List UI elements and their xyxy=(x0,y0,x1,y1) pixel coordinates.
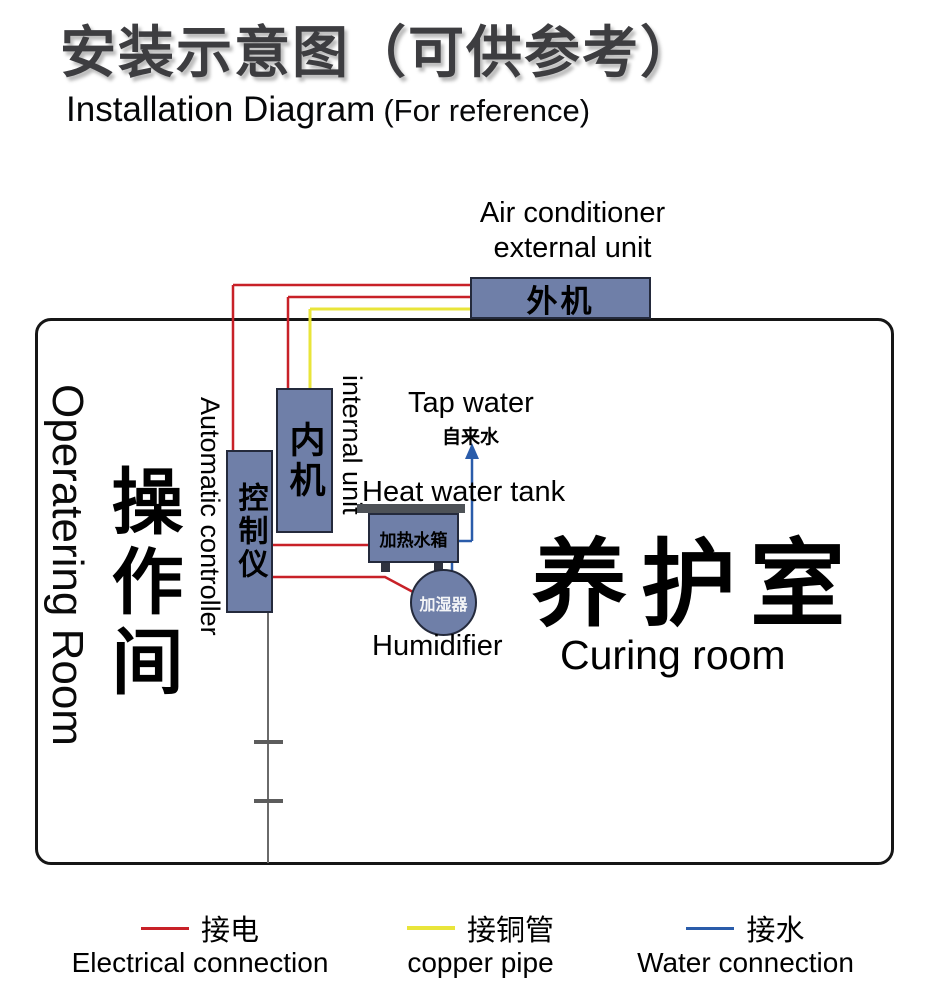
operating-room-label-en: Operatering Room xyxy=(43,384,92,746)
page-title-en-note: (For reference) xyxy=(383,93,591,128)
operating-room-label-zh: 操作间 xyxy=(100,464,180,704)
tap-water-label-zh: 自来水 xyxy=(442,427,500,448)
curing-room-label-zh: 养护室 xyxy=(532,532,860,638)
legend-electrical-zh: 接电 xyxy=(200,915,259,947)
electrical-line-swatch xyxy=(140,926,189,930)
tap-water-label-en: Tap water xyxy=(408,387,534,419)
external-unit-caption-line2: external unit xyxy=(493,232,652,264)
internal-unit-label-en: internal unit xyxy=(337,375,367,515)
legend-electrical-row: 接电 xyxy=(140,910,259,947)
legend-item-water: 接水 Water connection xyxy=(608,910,883,979)
copper-line-swatch xyxy=(406,926,455,930)
heat-water-tank-label-en: Heat water tank xyxy=(362,476,566,508)
tap-water-arrowhead xyxy=(465,443,479,459)
controller-box: 控制仪 xyxy=(226,450,273,613)
heat-water-tank-box: 加热水箱 xyxy=(368,513,459,563)
room-outline xyxy=(35,318,894,865)
humidifier-circle-label: 加湿器 xyxy=(419,596,468,614)
automatic-controller-label-en: Automatic controller xyxy=(195,397,225,636)
legend-copper-zh: 接铜管 xyxy=(466,915,554,947)
heat-water-tank-box-label: 加热水箱 xyxy=(379,530,448,550)
page-title-en-main: Installation Diagram xyxy=(66,90,376,129)
internal-unit-box: 内机 xyxy=(276,388,333,533)
external-unit-box-label: 外机 xyxy=(526,283,595,319)
humidifier-circle: 加湿器 xyxy=(410,569,477,636)
internal-unit-box-label: 内机 xyxy=(284,420,326,501)
legend-copper-row: 接铜管 xyxy=(406,910,554,947)
curing-room-label-en: Curing room xyxy=(560,632,786,678)
legend-water-en: Water connection xyxy=(637,947,854,978)
legend-water-zh: 接水 xyxy=(746,915,805,947)
controller-box-label: 控制仪 xyxy=(233,482,267,581)
page-title-en: Installation Diagram(For reference) xyxy=(66,90,590,130)
heat-water-tank-lid xyxy=(357,504,465,513)
legend-electrical-en: Electrical connection xyxy=(71,947,329,978)
water-line-swatch xyxy=(686,926,735,930)
legend-copper-en: copper pipe xyxy=(407,947,554,978)
external-unit-caption: Air conditioner external unit xyxy=(420,196,725,266)
external-unit-box: 外机 xyxy=(470,277,651,319)
external-unit-caption-line1: Air conditioner xyxy=(479,197,666,229)
humidifier-label-en: Humidifier xyxy=(372,630,503,662)
page-title-zh: 安装示意图（可供参考） xyxy=(60,21,698,84)
heat-water-tank-leg-left xyxy=(381,563,390,572)
legend-water-row: 接水 xyxy=(686,910,805,947)
heat-water-tank-leg-right xyxy=(434,563,443,572)
legend-item-electrical: 接电 Electrical connection xyxy=(40,910,360,979)
wire-electrical-controller-to-humidifier xyxy=(272,575,414,594)
legend-item-copper: 接铜管 copper pipe xyxy=(378,910,583,979)
